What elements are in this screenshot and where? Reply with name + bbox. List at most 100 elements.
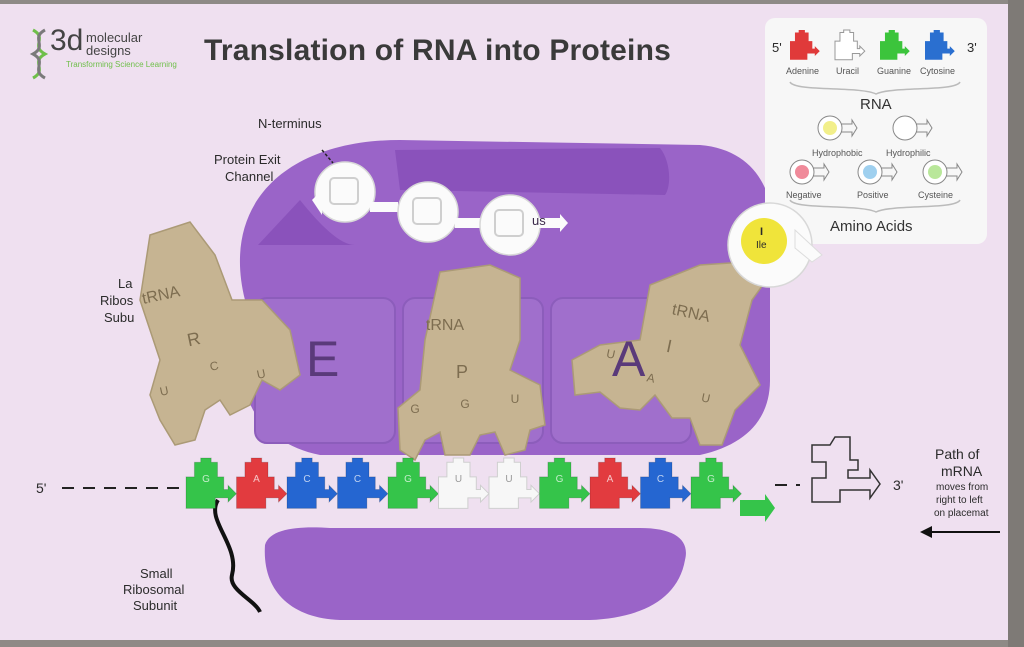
mrna-base-letter: G [404, 474, 412, 485]
mrna-end-arrow [740, 494, 775, 522]
anticodon-base: G [410, 402, 419, 416]
exit-channel-label-1: Protein Exit [214, 152, 281, 167]
peptide-bond [455, 218, 483, 228]
mrna-base-letter: U [455, 474, 462, 485]
legend-amino-positive [857, 159, 898, 185]
mrna-3-prime-label: 3' [893, 477, 904, 493]
anticodon-base: U [700, 390, 711, 405]
amino-badge-letter: I [760, 226, 764, 238]
placemat-shadow [1008, 0, 1024, 647]
legend-amino-cysteine [922, 159, 963, 185]
legend-nucleotide-adenine [790, 30, 820, 60]
legend-amino-hydrophilic [892, 115, 933, 141]
mrna-base-letter: G [202, 474, 210, 485]
legend-amino-negative [789, 159, 830, 185]
mrna-nucleotide: G [690, 457, 743, 509]
legend-aa-cysteine: Cysteine [918, 190, 954, 200]
small-subunit-label-1: Small [140, 566, 173, 581]
mrna-nucleotide: C [640, 457, 692, 509]
amino-badge-abbr: Ile [756, 240, 767, 251]
legend-3-prime: 3' [967, 40, 977, 55]
n-terminus-pointer [321, 149, 334, 164]
legend-nuc-guanine: Guanine [877, 66, 912, 76]
logo-brand-line1: molecular [86, 30, 143, 45]
legend-amino-heading: Amino Acids [830, 218, 913, 235]
large-subunit-label-3: Subu [104, 310, 135, 325]
mrna-5-prime-label: 5' [36, 480, 47, 496]
mrna-base-letter: G [707, 474, 715, 485]
logo-brand-3d: 3d [50, 24, 84, 57]
mrna-nucleotide: U [488, 457, 541, 509]
amino-acid-piece [397, 181, 459, 243]
legend-nuc-adenine: Adenine [786, 66, 820, 76]
legend-panel [765, 18, 987, 244]
trna-amino-letter: P [456, 362, 468, 382]
small-subunit-brace [213, 498, 262, 614]
small-subunit-label-3: Subunit [133, 598, 178, 613]
partial-label-us: us [532, 213, 546, 228]
mrna-base-letter: C [657, 474, 664, 485]
trna-piece-2: tRNA P G G U [397, 264, 546, 462]
rna-brace [789, 81, 961, 95]
mrna-nucleotide: C [337, 457, 389, 509]
trna-label: tRNA [426, 317, 465, 334]
hydrophobic-badge [741, 218, 787, 264]
path-label-4: right to left [936, 495, 983, 506]
dna-helix-icon [29, 28, 49, 80]
e-site-label: E [306, 331, 340, 387]
mrna-base-letter: C [303, 474, 310, 485]
anticodon-base: U [605, 346, 616, 361]
legend-rna-heading: RNA [860, 96, 892, 113]
n-terminus-label: N-terminus [258, 116, 322, 131]
isoleucine-amino-acid [727, 202, 823, 288]
mrna-base-letter: A [607, 474, 614, 485]
amino-acid-piece [479, 194, 568, 256]
legend-aa-hydrophobic: Hydrophobic [812, 148, 863, 158]
logo-tagline: Transforming Science Learning [66, 60, 177, 69]
small-ribosomal-subunit [264, 527, 686, 620]
arrow-head-icon [920, 526, 932, 538]
anticodon-base: U [511, 392, 520, 406]
mrna-base-letter: G [556, 474, 564, 485]
amino-brace [789, 199, 961, 213]
mrna-nucleotide: A [589, 457, 642, 509]
outline-nucleotide [811, 436, 881, 503]
anticodon-base: U [255, 366, 266, 381]
page-title: Translation of RNA into Proteins [204, 34, 671, 67]
logo-brand-line2: designs [86, 43, 131, 58]
anticodon-base: A [645, 370, 656, 385]
legend-5-prime: 5' [772, 40, 782, 55]
legend-amino-hydrophobic [817, 115, 858, 141]
anticodon-base: G [460, 397, 469, 411]
large-subunit-label-1: La [118, 276, 133, 291]
large-subunit-label-2: Ribos [100, 293, 134, 308]
path-label-2: mRNA [941, 463, 983, 479]
legend-nucleotide-guanine [880, 30, 910, 60]
legend-nucleotide-uracil [834, 29, 866, 61]
a-site-label: A [612, 331, 646, 387]
legend-nucleotide-cytosine [925, 30, 955, 60]
mrna-nucleotide: G [387, 457, 440, 509]
mrna-nucleotide: G [185, 457, 238, 509]
mrna-base-letter: U [505, 474, 512, 485]
mrna-base-letter: A [253, 474, 260, 485]
mrna-base-letter: C [354, 474, 361, 485]
exit-channel-label-2: Channel [225, 169, 274, 184]
anticodon-base: U [158, 383, 169, 398]
legend-aa-hydrophilic: Hydrophilic [886, 148, 931, 158]
amino-acid-piece [312, 161, 376, 223]
mrna-nucleotide: C [286, 457, 339, 509]
legend-aa-negative: Negative [786, 190, 822, 200]
mrna-nucleotide: A [236, 457, 288, 509]
polypeptide-chain [312, 161, 568, 256]
legend-nuc-cytosine: Cytosine [920, 66, 956, 76]
small-subunit-label-2: Ribosomal [123, 582, 185, 597]
mrna-nucleotide: U [438, 457, 490, 509]
trna-amino-letter: R [185, 328, 202, 350]
trna-amino-letter: I [665, 336, 674, 357]
path-label-1: Path of [935, 446, 980, 462]
legend-nuc-uracil: Uracil [836, 66, 860, 76]
